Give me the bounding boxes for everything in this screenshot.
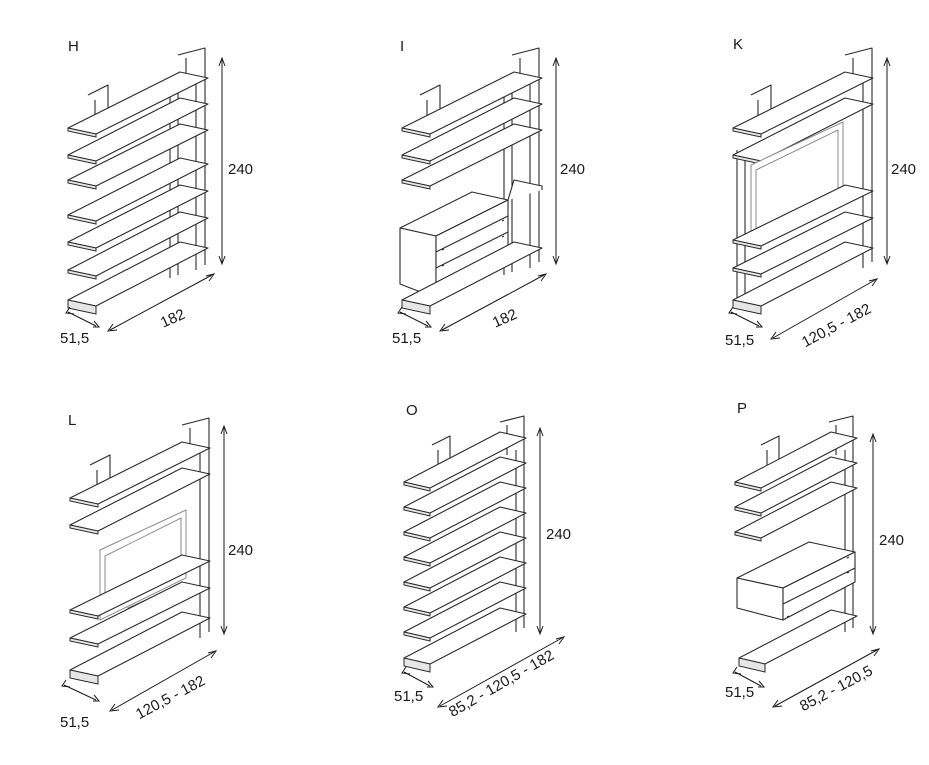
height-label: 240	[546, 526, 572, 543]
height-label: 240	[891, 161, 917, 178]
unit-K: K 240 120,5 - 182 51,5	[663, 0, 929, 360]
unit-letter: L	[68, 412, 77, 429]
unit-letter: P	[737, 400, 748, 417]
bookcase-L-drawing	[61, 417, 228, 712]
unit-O: O 240 85,2 - 120,5 - 182 51,5	[332, 370, 632, 730]
bookcase-P-drawing	[732, 415, 881, 708]
unit-letter: O	[406, 402, 418, 419]
bookcase-K-drawing	[728, 47, 891, 340]
unit-letter: I	[400, 38, 405, 55]
bookcase-I-drawing	[397, 47, 560, 332]
unit-letter: K	[733, 36, 744, 53]
depth-label: 51,5	[725, 332, 755, 349]
unit-P: P 240 85,2 - 120,5 51,5	[663, 370, 929, 730]
height-label: 240	[228, 542, 254, 559]
bookcase-H-drawing	[65, 47, 226, 332]
depth-label: 51,5	[60, 330, 90, 347]
unit-H: H 240 182 51,5	[0, 0, 300, 360]
bookcase-O-drawing	[401, 415, 566, 708]
depth-label: 51,5	[725, 684, 755, 701]
unit-I: I 240 182 51,5	[332, 0, 632, 360]
unit-L: L 240 120,5 - 182 51,5	[0, 370, 300, 731]
height-label: 240	[560, 161, 586, 178]
height-label: 240	[228, 161, 254, 178]
height-label: 240	[879, 532, 905, 549]
depth-label: 51,5	[392, 330, 422, 347]
depth-label: 51,5	[394, 688, 424, 705]
depth-label: 51,5	[60, 714, 90, 731]
unit-letter: H	[68, 38, 79, 55]
